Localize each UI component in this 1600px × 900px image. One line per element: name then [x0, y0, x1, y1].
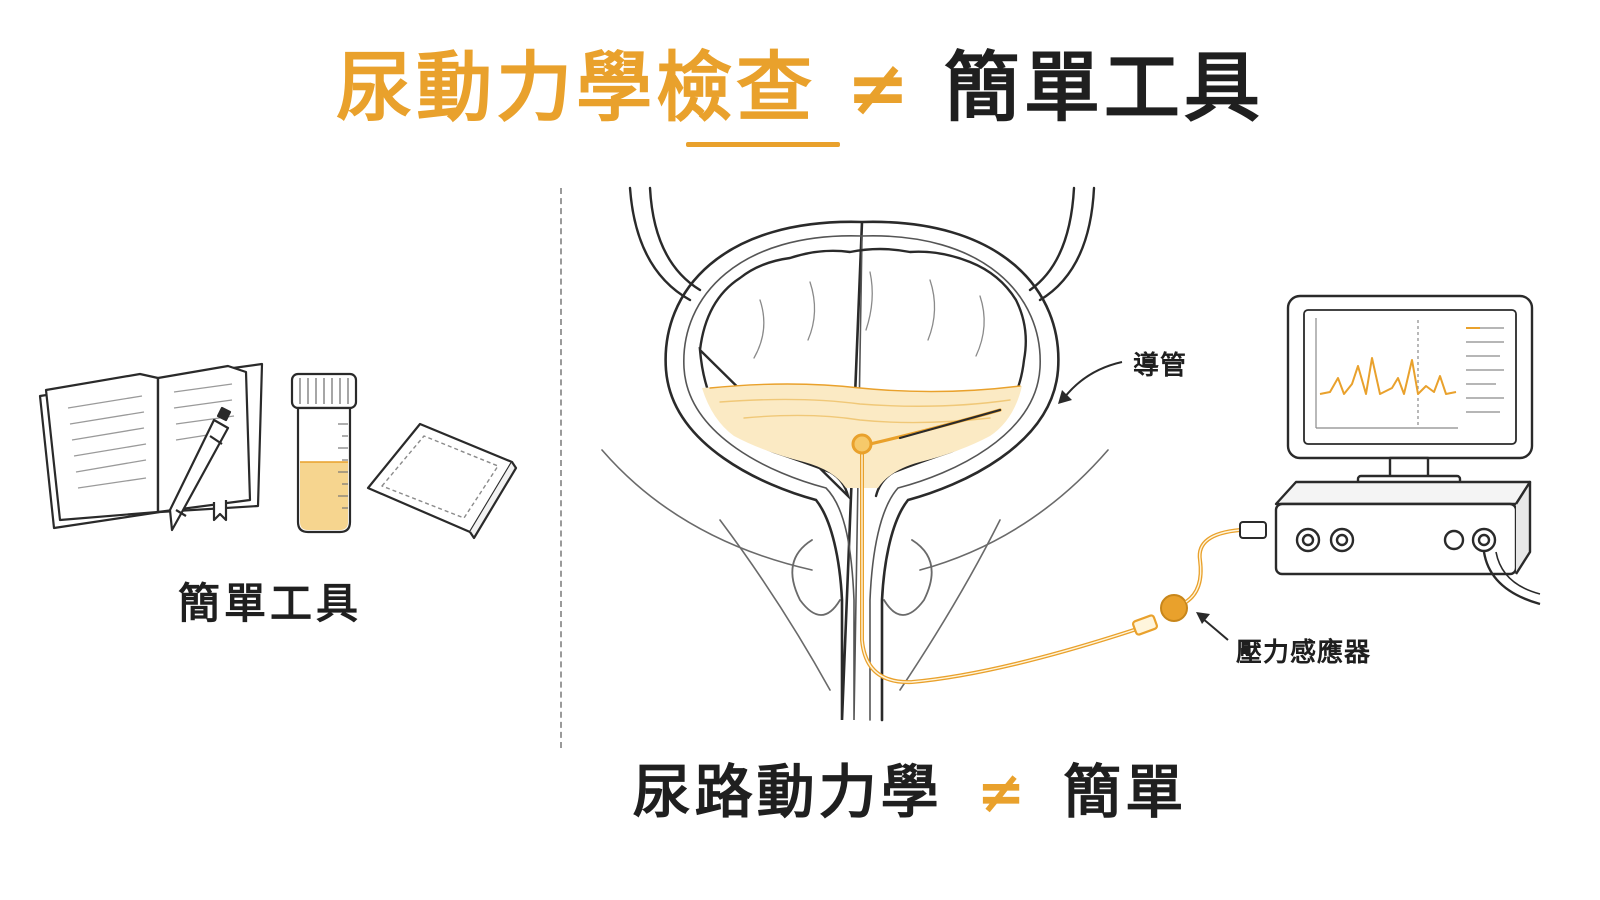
dashed-divider	[560, 188, 562, 748]
pen-icon	[168, 406, 232, 532]
specimen-cup-icon	[290, 372, 358, 534]
bottom-urodynamics: 尿路動力學	[632, 758, 943, 826]
gauze-pad-icon	[366, 422, 518, 540]
catheter-line	[860, 408, 1142, 685]
bottom-simple: 簡單	[1063, 758, 1188, 826]
title-underline	[686, 142, 840, 147]
catheter-label: 導管	[1133, 351, 1188, 381]
bottom-statement: 尿路動力學 ≠ 簡單	[560, 745, 1260, 829]
monitor-icon	[1286, 294, 1534, 488]
page-title: 尿動力學檢查 ≠ 簡單工具	[0, 38, 1600, 138]
pressure-sensor-icon	[1132, 521, 1267, 636]
waveform-trace	[1319, 357, 1457, 395]
bottom-not-equal: ≠	[976, 758, 1030, 826]
bladder-illustration	[601, 186, 1109, 722]
title-not-equal: ≠	[846, 43, 914, 132]
device-box-icon	[1274, 480, 1541, 606]
sensor-label-arrow	[1201, 617, 1229, 641]
catheter-arrow-head	[1058, 390, 1072, 404]
catheter-label-arrow	[1063, 361, 1123, 399]
title-simple-tools: 簡單工具	[943, 43, 1264, 132]
notebook-icon	[38, 362, 264, 530]
catheter-tip-icon	[851, 433, 873, 455]
sensor-arrow-head	[1196, 612, 1210, 624]
title-urodynamics: 尿動力學檢查	[336, 43, 817, 132]
simple-tools-caption: 簡單工具	[177, 579, 362, 628]
pressure-sensor-label: 壓力感應器	[1236, 638, 1372, 668]
